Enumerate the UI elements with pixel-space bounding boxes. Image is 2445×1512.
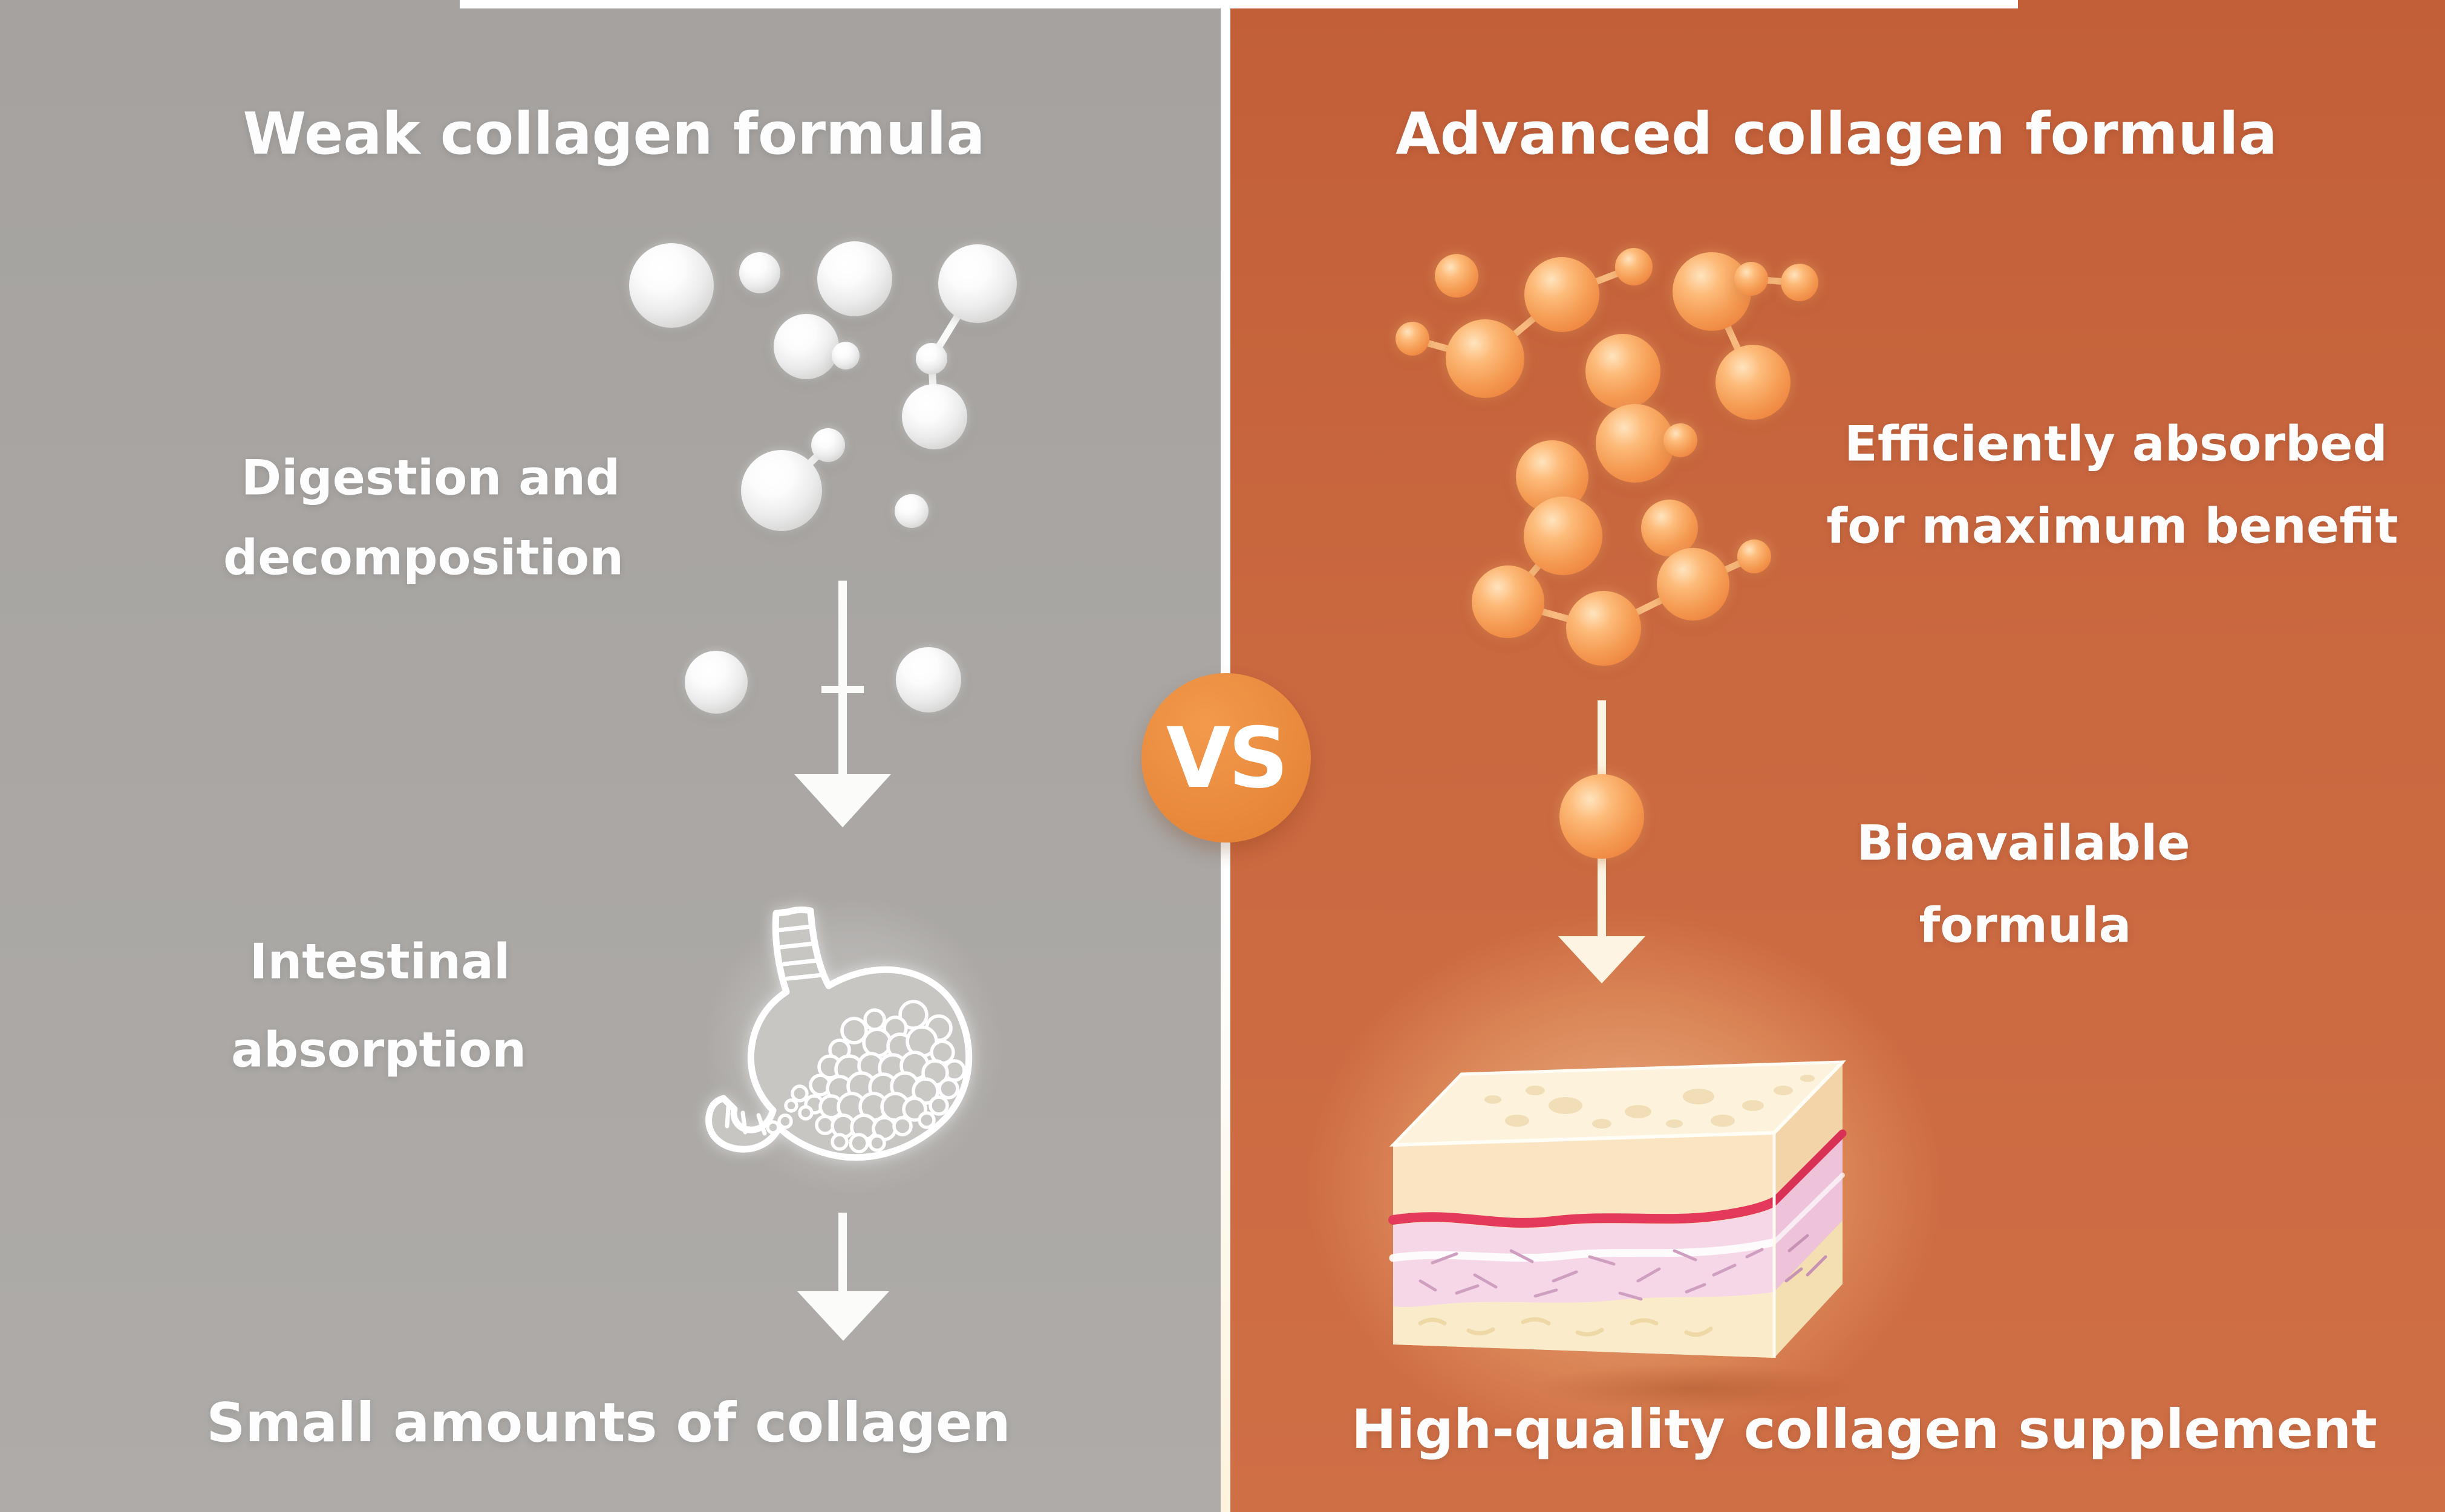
- collagen-sphere-orange: [1435, 254, 1478, 298]
- collagen-sphere-gray: [916, 343, 947, 374]
- formula-label-line2: formula: [1919, 897, 2132, 954]
- collagen-sphere-gray: [902, 384, 967, 449]
- collagen-sphere-gray: [895, 494, 929, 528]
- collagen-sphere-orange: [1657, 548, 1729, 621]
- collagen-sphere-gray: [832, 342, 860, 370]
- vs-badge: VS: [1141, 673, 1311, 842]
- arrow-tick: [821, 686, 864, 693]
- collagen-sphere-gray: [629, 243, 714, 328]
- down-arrow-icon: [838, 581, 847, 774]
- top-white-bar: [460, 0, 2018, 8]
- advanced-formula-title: Advanced collagen formula: [1396, 101, 2277, 168]
- collagen-sphere-orange: [1596, 404, 1674, 483]
- down-arrow-head: [1558, 936, 1645, 983]
- collagen-sphere-gray: [938, 244, 1017, 323]
- collagen-sphere-orange: [1566, 591, 1641, 666]
- collagen-sphere-orange: [1524, 257, 1599, 332]
- benefit-label-line2: for maximum benefit: [1826, 498, 2398, 555]
- down-arrow-icon: [838, 1213, 847, 1291]
- collagen-sphere-orange: [1396, 322, 1429, 356]
- single-collagen-sphere: [1559, 774, 1644, 859]
- weak-formula-title: Weak collagen formula: [243, 101, 985, 168]
- collagen-sphere-orange: [1585, 334, 1660, 409]
- collagen-sphere-gray: [896, 647, 961, 712]
- collagen-sphere-gray: [817, 241, 892, 316]
- collagen-sphere-orange: [1446, 319, 1524, 398]
- collagen-sphere-gray: [774, 314, 839, 379]
- collagen-sphere-orange: [1734, 262, 1768, 296]
- digestion-label-line1: Digestion and: [241, 449, 621, 506]
- formula-label-line1: Bioavailable: [1856, 815, 2190, 872]
- collagen-sphere-orange: [1615, 248, 1653, 285]
- collagen-sphere-orange: [1524, 497, 1602, 575]
- collagen-sphere-orange: [1781, 264, 1818, 301]
- collagen-sphere-orange: [1715, 345, 1790, 420]
- benefit-label-line1: Efficiently absorbed: [1844, 415, 2388, 472]
- skin-cross-section-icon: [1388, 1060, 1847, 1358]
- stomach-icon: [705, 906, 973, 1161]
- collagen-sphere-orange: [1472, 565, 1544, 638]
- intestinal-label-line2: absorption: [230, 1022, 527, 1078]
- collagen-sphere-orange: [1663, 423, 1697, 457]
- down-arrow-head: [797, 1291, 889, 1341]
- collagen-sphere-gray: [739, 252, 780, 293]
- collagen-sphere-gray: [741, 450, 822, 531]
- vs-badge-label: VS: [1166, 709, 1288, 807]
- down-arrow-head: [794, 774, 891, 827]
- collagen-sphere-orange: [1737, 539, 1771, 573]
- collagen-sphere-gray: [811, 428, 845, 462]
- advanced-result-label: High-quality collagen supplement: [1351, 1398, 2377, 1461]
- collagen-sphere-orange: [1673, 252, 1751, 331]
- collagen-sphere-orange: [1641, 500, 1698, 556]
- weak-result-label: Small amounts of collagen: [206, 1391, 1011, 1454]
- intestinal-label-line1: Intestinal: [249, 933, 511, 990]
- digestion-label-line2: decomposition: [223, 529, 624, 586]
- weak-formula-panel: [0, 0, 1222, 1512]
- collagen-sphere-gray: [685, 651, 748, 714]
